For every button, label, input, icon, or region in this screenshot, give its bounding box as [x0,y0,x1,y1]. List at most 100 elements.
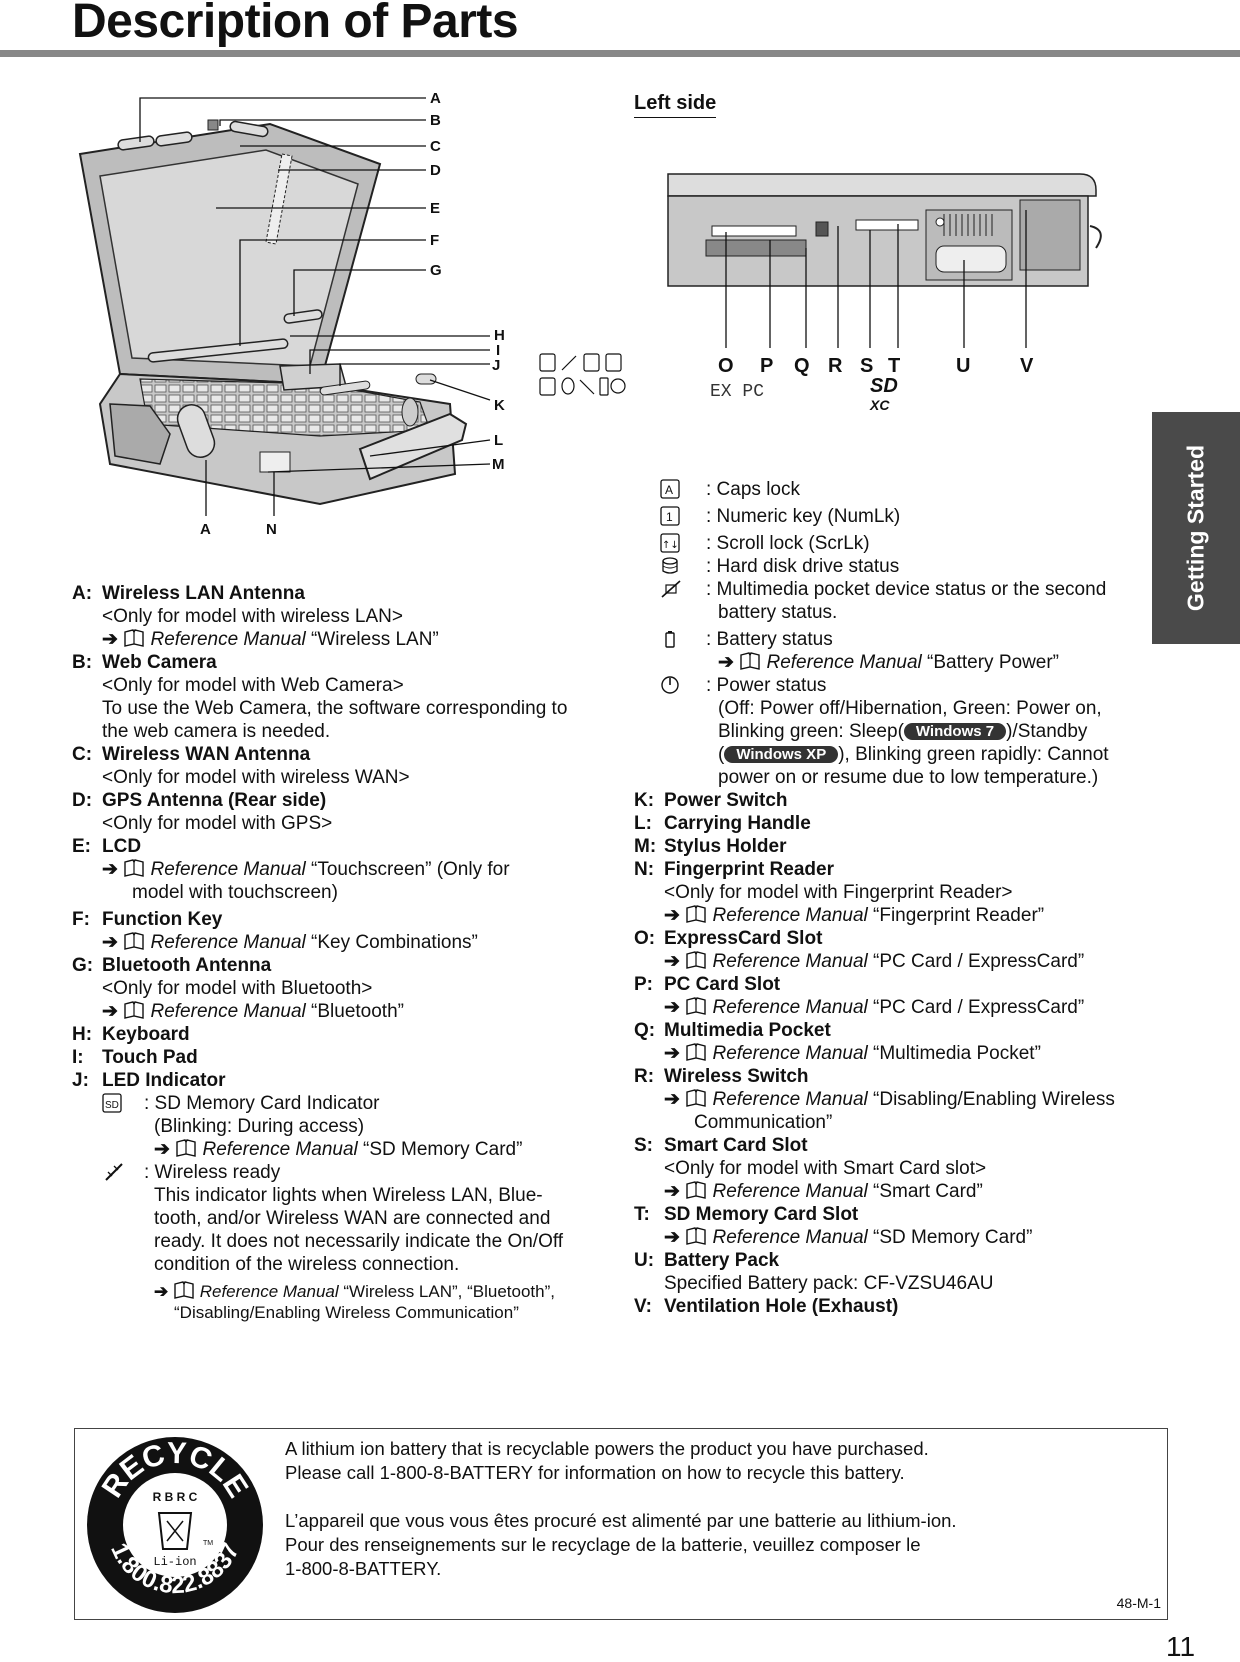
svg-text:SD: SD [105,1100,119,1111]
laptop-left-side-figure: O P Q R S T U V EX PC SD XC [660,170,1110,410]
reference: ➔ Reference Manual “SD Memory Card” [664,1226,1174,1249]
reference: ➔ Reference Manual “SD Memory Card” [144,1138,612,1161]
callout-D: D [430,162,441,179]
logo-rbrc: R B R C [153,1490,198,1504]
rbrc-recycle-logo: RECYCLE 1.800.822.8837 R B R C Li-ion TM [83,1433,267,1617]
part-V: V: Ventilation Hole (Exhaust) [634,1295,1174,1318]
part-N: N: Fingerprint Reader <Only for model wi… [634,858,1174,927]
reference-manual-icon [685,950,707,970]
reference: ➔ Reference Manual “Battery Power” [706,651,1174,674]
callout-S: S [860,355,873,377]
part-O: O: ExpressCard Slot ➔ Reference Manual “… [634,927,1174,973]
xc-logo: XC [869,397,890,410]
power-icon [660,675,680,701]
reference: ➔ Reference Manual “Touchscreen” (Only f… [102,858,612,881]
multimedia-entry: : Multimedia pocket device status or the… [634,578,1174,624]
wireless-ready-icon [102,1162,126,1188]
power-status-entry: : Power status (Off: Power off/Hibernati… [634,674,1174,789]
svg-text:↑↓: ↑↓ [662,540,679,551]
part-U: U: Battery Pack Specified Battery pack: … [634,1249,1174,1295]
callout-P: P [760,355,773,377]
callout-A-bottom: A [200,521,211,538]
reference: ➔ Reference Manual “Bluetooth” [102,1000,612,1023]
svg-text:A: A [665,483,673,497]
part-I: I: Touch Pad [72,1046,612,1069]
scroll-lock-entry: ↑↓ : Scroll lock (ScrLk) [634,532,1174,555]
part-Q: Q: Multimedia Pocket ➔ Reference Manual … [634,1019,1174,1065]
reference-manual-icon [123,1000,145,1020]
recycle-text: A lithium ion battery that is recyclable… [285,1437,1105,1581]
reference: ➔ Reference Manual “Smart Card” [664,1180,1174,1203]
callout-E: E [430,200,440,217]
numlock-icon [606,354,621,371]
callout-U: U [956,355,970,377]
part-P: P: PC Card Slot ➔ Reference Manual “PC C… [634,973,1174,1019]
part-S: S: Smart Card Slot <Only for model with … [634,1134,1174,1203]
part-M: M: Stylus Holder [634,835,1174,858]
sd-indicator-icon [540,354,555,371]
reference-manual-icon [123,628,145,648]
parts-list-right: A : Caps lock 1 : Numeric key (NumLk) ↑↓… [634,478,1174,1318]
power-icon [611,379,625,393]
callout-B: B [430,112,441,129]
parts-list-left: A: Wireless LAN Antenna <Only for model … [72,582,612,1323]
sd-indicator-entry: SD : SD Memory Card Indicator (Blinking:… [102,1092,612,1161]
reference: ➔ Reference Manual “Key Combinations” [102,931,612,954]
battery-icon [600,378,608,395]
part-E: E: LCD ➔ Reference Manual “Touchscreen” … [72,835,612,904]
reference: ➔ Reference Manual “PC Card / ExpressCar… [664,996,1174,1019]
callout-R: R [828,355,843,377]
scroll-lock-icon [540,378,555,395]
callout-Q: Q [794,355,810,377]
callout-O: O [718,355,734,377]
callout-G: G [430,262,442,279]
side-tab-label: Getting Started [1185,445,1208,611]
wireless-icon [562,356,576,370]
part-A: A: Wireless LAN Antenna <Only for model … [72,582,612,651]
battery-icon [660,629,680,655]
numlock-entry: 1 : Numeric key (NumLk) [634,505,1174,528]
logo-tm: TM [203,1540,213,1547]
callout-V: V [1020,355,1034,377]
sd-indicator-icon: SD [102,1093,122,1119]
expresscard-label: EX PC [710,382,764,402]
reference-manual-icon [175,1138,197,1158]
reference-manual-icon [685,1226,707,1246]
callout-T: T [888,355,900,377]
part-J: J: LED Indicator SD : SD Memory Card Ind… [72,1069,612,1323]
left-side-heading: Left side [634,92,716,118]
reference-manual-icon [173,1280,195,1300]
windows7-badge: Windows 7 [904,723,1006,740]
callout-F: F [430,232,439,249]
numlock-icon: 1 [660,506,680,532]
part-D: D: GPS Antenna (Rear side) <Only for mod… [72,789,612,835]
hdd-entry: : Hard disk drive status [634,555,1174,578]
reference: ➔ Reference Manual “PC Card / ExpressCar… [664,950,1174,973]
reference-manual-icon [685,1042,707,1062]
part-name: Wireless LAN Antenna [102,582,612,605]
page-title: Description of Parts [72,0,518,48]
part-F: F: Function Key ➔ Reference Manual “Key … [72,908,612,954]
callout-M: M [492,456,505,473]
reference-manual-icon [685,996,707,1016]
caps-lock-icon: A [660,479,680,505]
callout-A: A [430,90,441,107]
part-G: G: Bluetooth Antenna <Only for model wit… [72,954,612,1023]
callout-L: L [494,432,503,449]
reference-manual-icon [123,931,145,951]
caps-lock-icon [584,354,599,371]
sd-logo: SD [870,375,898,397]
page-number: 11 [1166,1632,1195,1662]
reference: ➔ Reference Manual “Multimedia Pocket” [664,1042,1174,1065]
windowsxp-badge: Windows XP [724,746,838,763]
part-C: C: Wireless WAN Antenna <Only for model … [72,743,612,789]
document-code: 48-M-1 [1117,1592,1161,1615]
title-rule [0,50,1240,57]
reference-manual-icon [685,904,707,924]
multimedia-icon [580,380,594,394]
callout-C: C [430,138,441,155]
part-K: K: Power Switch [634,789,1174,812]
caps-lock-entry: A : Caps lock [634,478,1174,501]
part-R: R: Wireless Switch ➔ Reference Manual “D… [634,1065,1174,1134]
wireless-ready-entry: : Wireless ready This indicator lights w… [102,1161,612,1323]
